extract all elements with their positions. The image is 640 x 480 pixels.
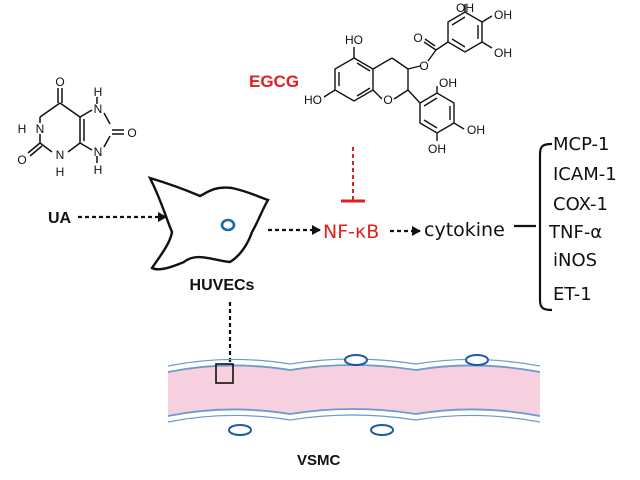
- atom-label: OH: [439, 76, 457, 90]
- cytokine-item: MCP-1: [553, 134, 610, 155]
- cytokine-item: iNOS: [553, 250, 597, 271]
- cytokine-item: ET-1: [553, 284, 592, 305]
- cytokine-list: MCP-1 ICAM-1 COX-1 TNF-α iNOS ET-1: [548, 134, 617, 305]
- cytokine-item: TNF-α: [548, 222, 602, 243]
- egcg-structure: [323, 4, 493, 141]
- vsmc-cell: [465, 354, 489, 366]
- egcg-atom-labels: HO HO O O O OH OH OH OH OH OH: [304, 1, 512, 156]
- vessel-wall-bottom: [167, 408, 541, 417]
- cytokine-item: ICAM-1: [553, 164, 617, 185]
- vsmc-cell: [370, 424, 394, 436]
- atom-label: N: [94, 102, 103, 116]
- atom-label: OH: [467, 123, 485, 137]
- atom-label: O: [55, 75, 64, 89]
- vsmc-cell: [228, 424, 252, 436]
- atom-label: OH: [494, 8, 512, 22]
- atom-label: H: [94, 163, 103, 177]
- huvec-cell-shape: [147, 176, 270, 271]
- atom-label: HO: [304, 93, 322, 107]
- vsmc-cell: [344, 354, 368, 366]
- atom-label: O: [17, 153, 26, 167]
- atom-label: N: [56, 148, 65, 162]
- atom-label: N: [36, 122, 45, 136]
- cytokine-item: COX-1: [553, 194, 608, 215]
- huvecs-label: HUVECs: [190, 277, 255, 294]
- atom-label: O: [419, 59, 428, 73]
- atom-label: OH: [456, 1, 474, 15]
- cytokine-bracket: [514, 142, 553, 312]
- magnified-region-box: [215, 363, 234, 384]
- atom-label: H: [94, 85, 103, 99]
- atom-label: N: [94, 145, 103, 159]
- atom-label: H: [56, 165, 65, 179]
- atom-label: O: [383, 93, 392, 107]
- ua-label: UA: [48, 210, 72, 227]
- vsmc-label: VSMC: [297, 452, 341, 469]
- atom-label: H: [18, 122, 27, 136]
- cytokine-label: cytokine: [424, 219, 505, 241]
- atom-label: OH: [494, 46, 512, 60]
- nfkb-label: NF-κB: [323, 221, 379, 243]
- uric-acid-atom-labels: O O O H N N H H N N H: [17, 75, 136, 179]
- atom-label: HO: [345, 33, 363, 47]
- vessel-lumen: [168, 365, 540, 416]
- blood-vessel: [167, 354, 541, 436]
- huvec-nucleus: [220, 218, 236, 232]
- atom-label: OH: [428, 142, 446, 156]
- vessel-wall-bottom-outer: [167, 414, 541, 423]
- uric-acid-structure: [27, 88, 124, 163]
- atom-label: O: [413, 31, 422, 45]
- egcg-label: EGCG: [249, 72, 299, 91]
- atom-label: O: [127, 126, 136, 140]
